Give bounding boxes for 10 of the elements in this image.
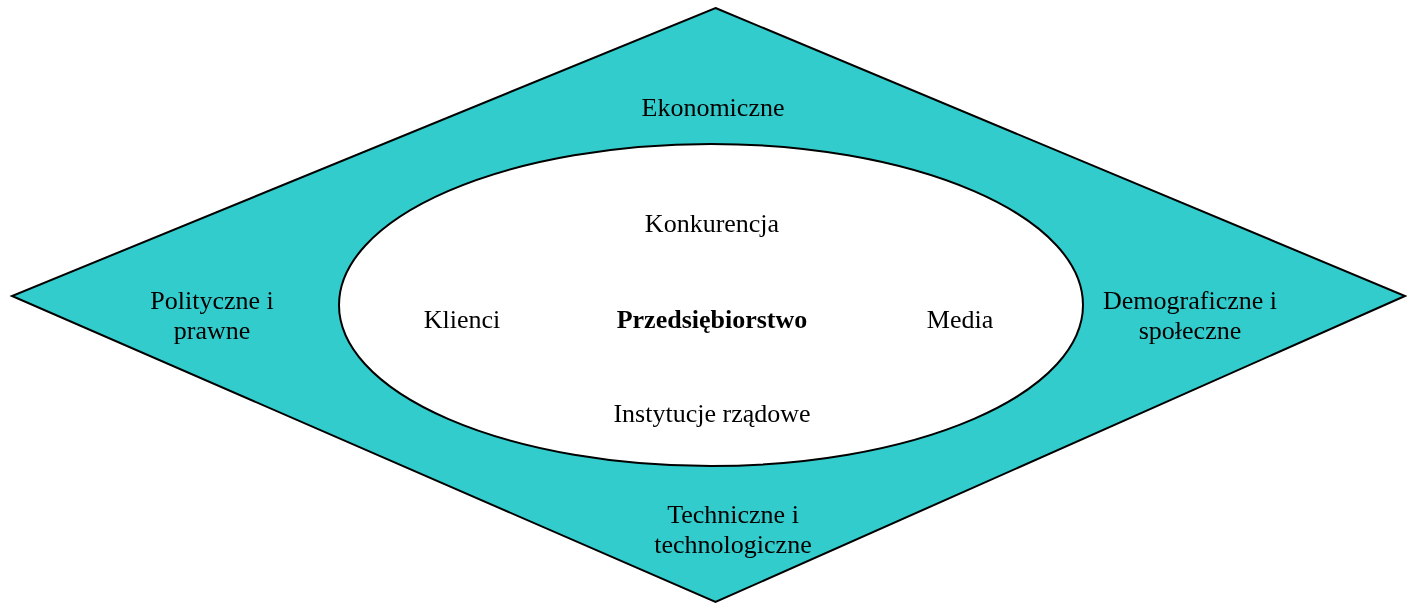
center-label: Przedsiębiorstwo: [615, 305, 809, 335]
category-label: Techniczne i technologiczne: [653, 500, 813, 560]
factor-label: Media: [925, 305, 995, 335]
category-label: Demograficzne i społeczne: [1102, 286, 1278, 346]
category-label: Ekonomiczne: [640, 93, 786, 123]
ellipse-shape: [337, 142, 1085, 468]
factor-label: Instytucje rządowe: [612, 399, 812, 429]
factor-label: Klienci: [422, 305, 502, 335]
category-label: Polityczne i prawne: [149, 286, 275, 346]
factor-label: Konkurencja: [643, 209, 781, 239]
